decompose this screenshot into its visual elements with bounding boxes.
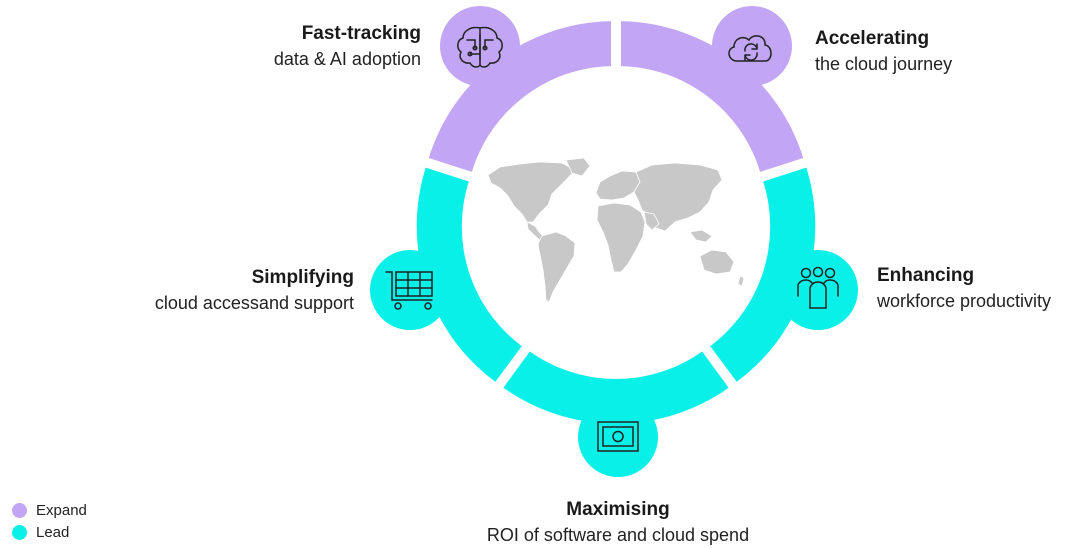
ring-segment-maximising bbox=[503, 351, 729, 424]
legend-swatch-lead bbox=[12, 524, 27, 540]
legend-label: Lead bbox=[36, 523, 70, 541]
map-asia bbox=[633, 162, 723, 232]
label-subtitle: cloud accessand support bbox=[154, 293, 354, 313]
icon-disc-maximising bbox=[578, 397, 658, 477]
map-africa bbox=[596, 202, 646, 273]
label-simplifying: Simplifying cloud accessand support bbox=[155, 266, 354, 316]
icon-disc-fast-tracking bbox=[440, 6, 520, 86]
icon-disc-simplifying bbox=[370, 250, 450, 330]
shopping-cart-icon bbox=[385, 271, 433, 310]
map-new-zealand bbox=[737, 275, 745, 287]
cloud-sync-icon bbox=[728, 35, 772, 62]
map-arabia bbox=[643, 211, 660, 231]
world-map bbox=[487, 157, 745, 303]
label-title: Accelerating bbox=[815, 28, 930, 49]
label-subtitle: ROI of software and cloud spend bbox=[486, 525, 750, 545]
label-fast-tracking: Fast-tracking data & AI adoption bbox=[274, 22, 421, 72]
label-maximising: Maximising ROI of software and cloud spe… bbox=[418, 498, 818, 548]
legend-item-lead: Lead bbox=[12, 521, 87, 543]
label-title: Enhancing bbox=[877, 265, 975, 286]
label-enhancing: Enhancing workforce productivity bbox=[877, 264, 1051, 314]
map-southeast-asia bbox=[689, 229, 713, 243]
map-australia bbox=[699, 249, 735, 275]
team-icon bbox=[797, 266, 839, 309]
label-accelerating: Accelerating the cloud journey bbox=[815, 27, 952, 77]
legend-swatch-expand bbox=[12, 502, 27, 518]
legend-label: Expand bbox=[36, 501, 87, 519]
icon-disc-accelerating bbox=[712, 6, 792, 86]
label-title: Maximising bbox=[566, 499, 670, 520]
icon-disc-enhancing bbox=[778, 250, 858, 330]
legend: Expand Lead bbox=[12, 499, 87, 543]
ring-segment-accelerating bbox=[621, 21, 804, 172]
map-south-america bbox=[537, 231, 576, 303]
ring-segment-simplifying bbox=[416, 167, 522, 382]
ring-segment-fast-tracking bbox=[428, 21, 611, 172]
map-europe bbox=[595, 170, 641, 201]
legend-item-expand: Expand bbox=[12, 499, 87, 521]
ring-segment-enhancing bbox=[710, 167, 816, 382]
label-subtitle: the cloud journey bbox=[815, 54, 953, 74]
money-icon bbox=[597, 421, 639, 452]
label-title: Simplifying bbox=[251, 267, 354, 288]
brain-circuit-icon bbox=[457, 26, 503, 68]
label-subtitle: data & AI adoption bbox=[273, 49, 421, 69]
map-north-america bbox=[487, 161, 576, 223]
label-title: Fast-tracking bbox=[301, 23, 421, 44]
map-greenland bbox=[565, 157, 591, 177]
label-subtitle: workforce productivity bbox=[877, 291, 1052, 311]
